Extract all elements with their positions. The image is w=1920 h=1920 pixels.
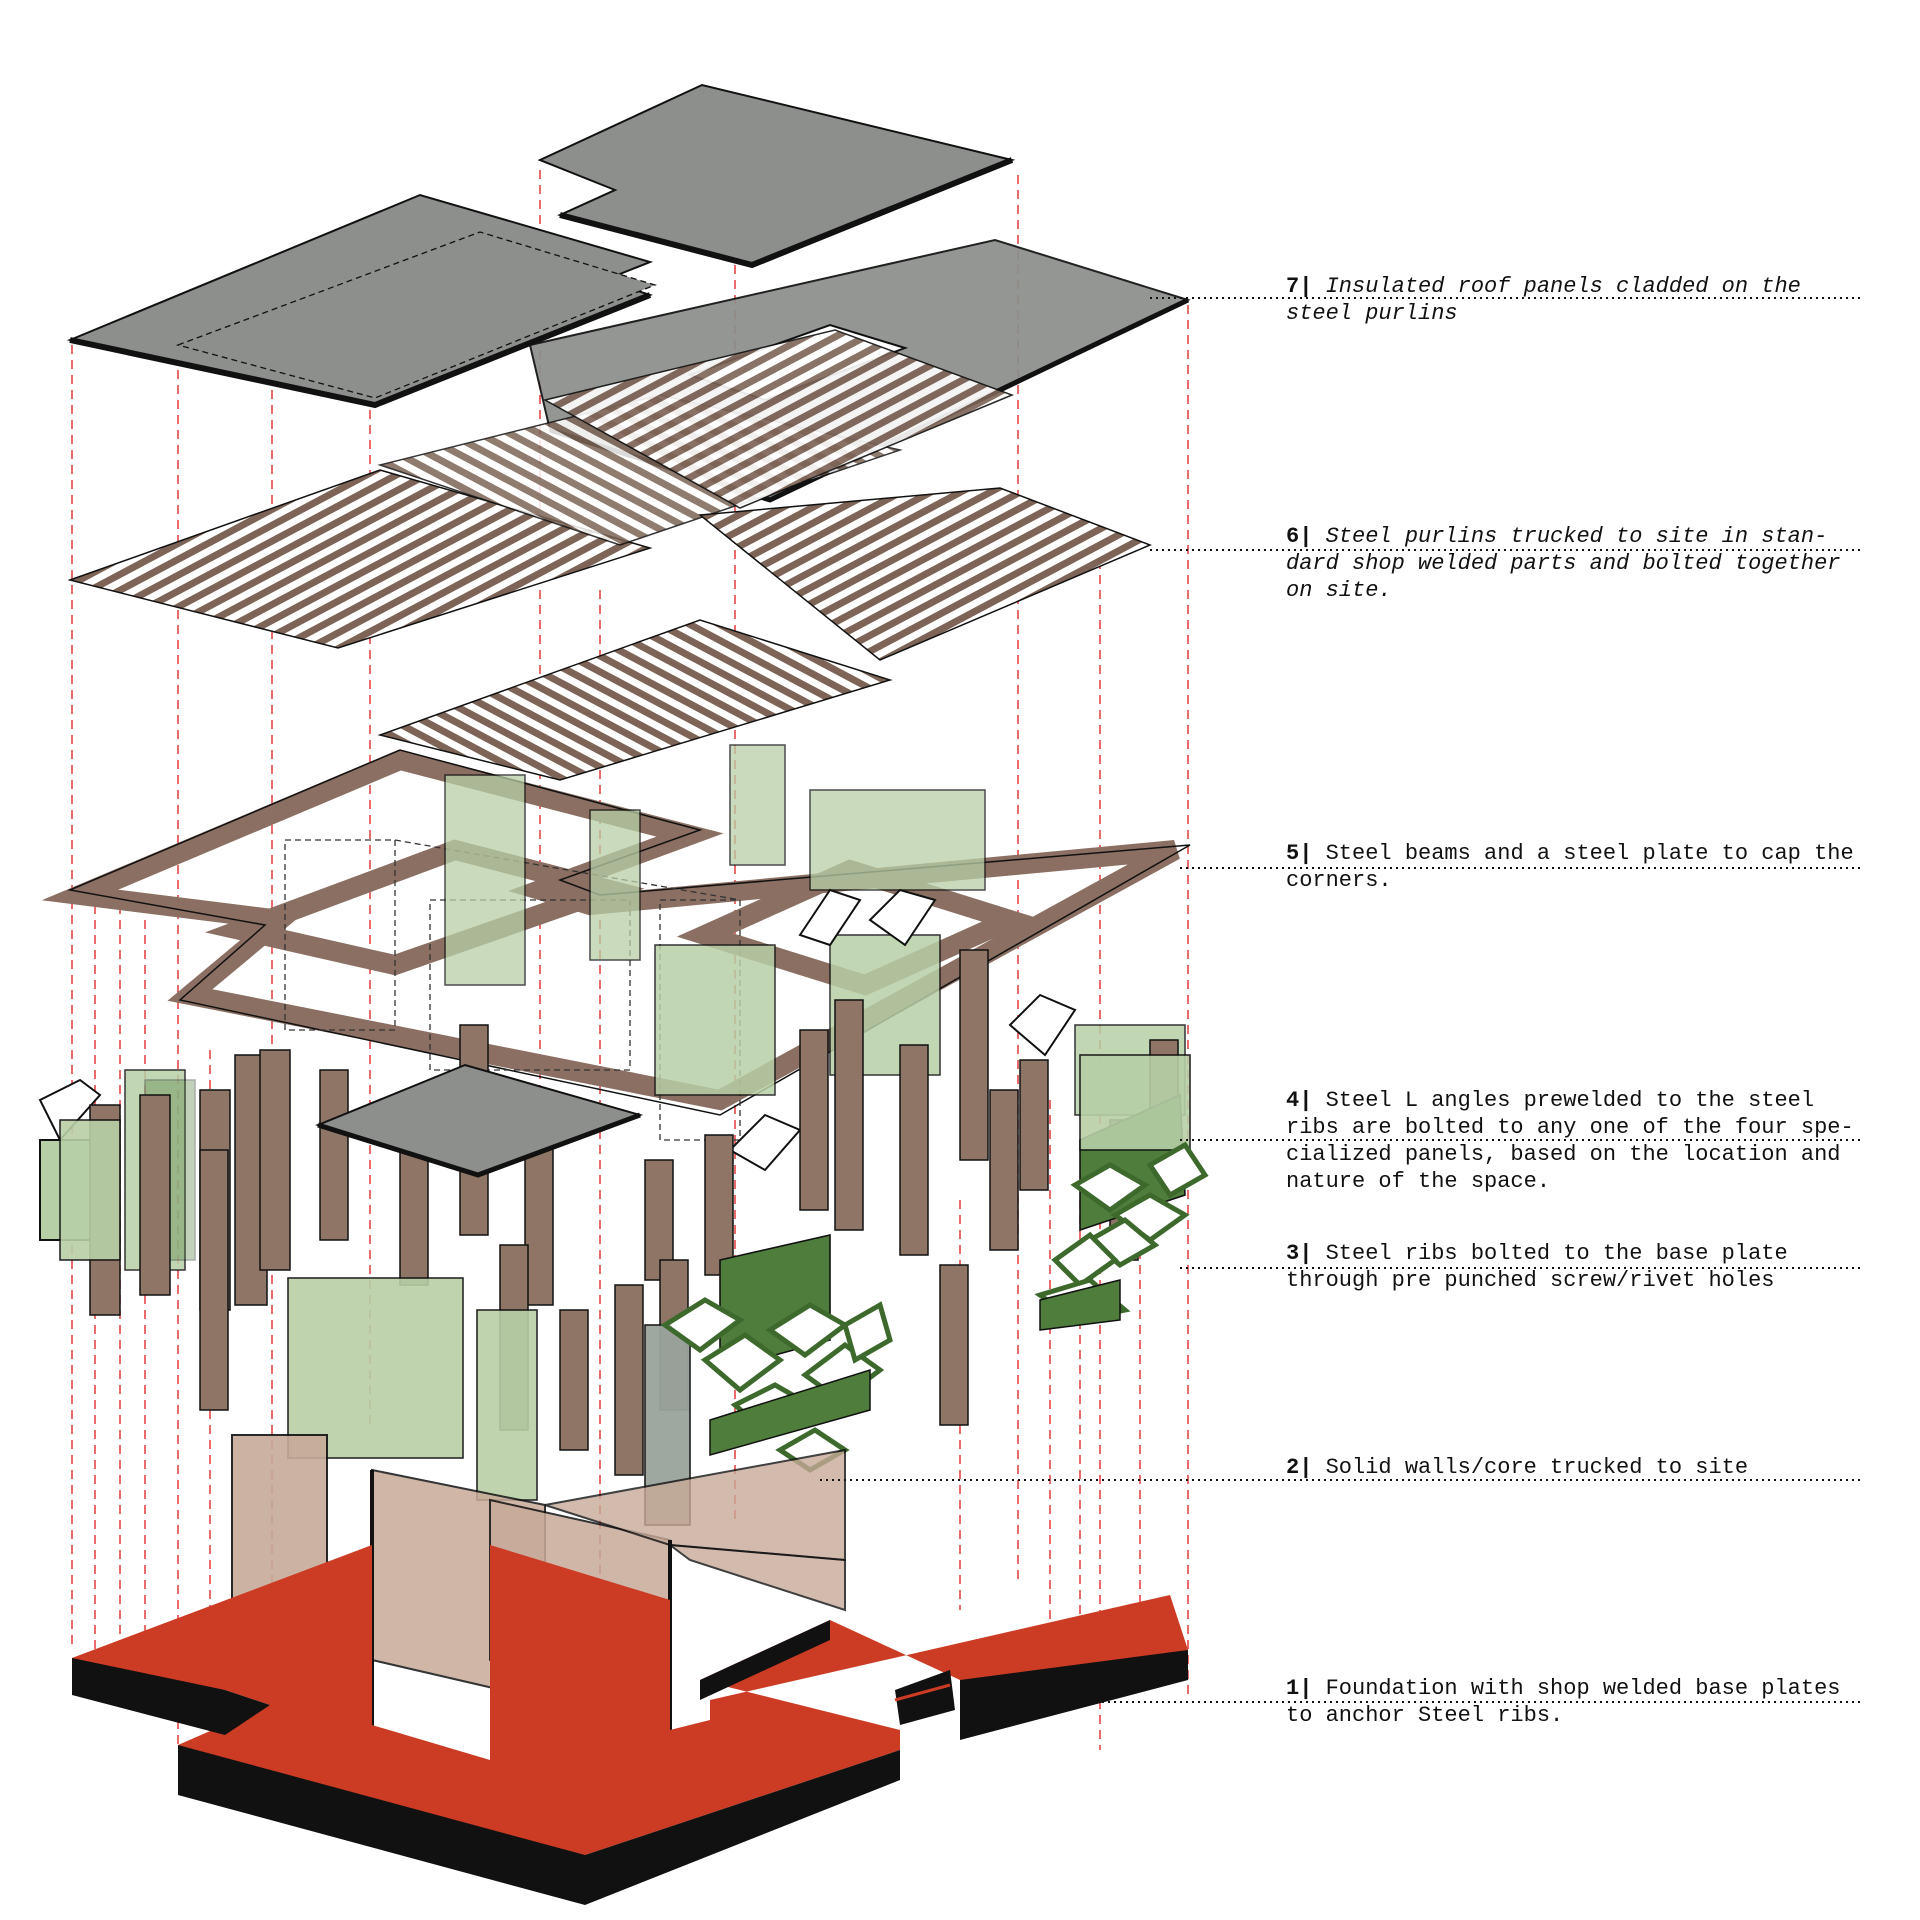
label-number: 4| xyxy=(1286,1088,1313,1113)
label-text: nature of the space. xyxy=(1286,1169,1551,1194)
label-steel-purlins: 6| Steel purlins trucked to site in stan… xyxy=(1286,523,1886,604)
label-number: 5| xyxy=(1286,841,1313,866)
label-number: 3| xyxy=(1286,1241,1313,1266)
operable-window-cluster-left xyxy=(660,1297,893,1473)
steel-purlins xyxy=(67,329,1153,781)
label-number: 2| xyxy=(1286,1455,1313,1480)
label-foundation: 1| Foundation with shop welded base plat… xyxy=(1286,1675,1886,1729)
label-text: ribs are bolted to any one of the four s… xyxy=(1286,1115,1854,1140)
label-text: Insulated roof panels cladded on the xyxy=(1325,274,1801,299)
label-text: Solid walls/core trucked to site xyxy=(1325,1455,1749,1480)
label-text: Foundation with shop welded base plates xyxy=(1325,1676,1841,1701)
label-text: corners. xyxy=(1286,868,1392,893)
foundation-slab xyxy=(72,1545,1188,1905)
label-roof-panels: 7| Insulated roof panels cladded on the … xyxy=(1286,273,1886,327)
label-steel-ribs: 3| Steel ribs bolted to the base plate t… xyxy=(1286,1240,1886,1294)
label-text: Steel ribs bolted to the base plate xyxy=(1325,1241,1788,1266)
label-number: 6| xyxy=(1286,524,1313,549)
label-text: Steel beams and a steel plate to cap the xyxy=(1325,841,1854,866)
label-text: through pre punched screw/rivet holes xyxy=(1286,1268,1775,1293)
label-number: 7| xyxy=(1286,274,1313,299)
core-frame xyxy=(284,839,741,1141)
label-number: 1| xyxy=(1286,1676,1313,1701)
label-steel-l-angles: 4| Steel L angles prewelded to the steel… xyxy=(1286,1087,1886,1195)
label-text: steel purlins xyxy=(1286,301,1458,326)
label-text: Steel L angles prewelded to the steel xyxy=(1325,1088,1815,1113)
label-text: to anchor Steel ribs. xyxy=(1286,1703,1564,1728)
label-steel-beams: 5| Steel beams and a steel plate to cap … xyxy=(1286,840,1886,894)
label-text: dard shop welded parts and bolted togeth… xyxy=(1286,551,1841,576)
label-text: cialized panels, based on the location a… xyxy=(1286,1142,1841,1167)
label-solid-walls: 2| Solid walls/core trucked to site xyxy=(1286,1454,1886,1481)
label-text: on site. xyxy=(1286,578,1392,603)
leader-lines xyxy=(820,297,1860,1703)
label-text: Steel purlins trucked to site in stan- xyxy=(1325,524,1828,549)
